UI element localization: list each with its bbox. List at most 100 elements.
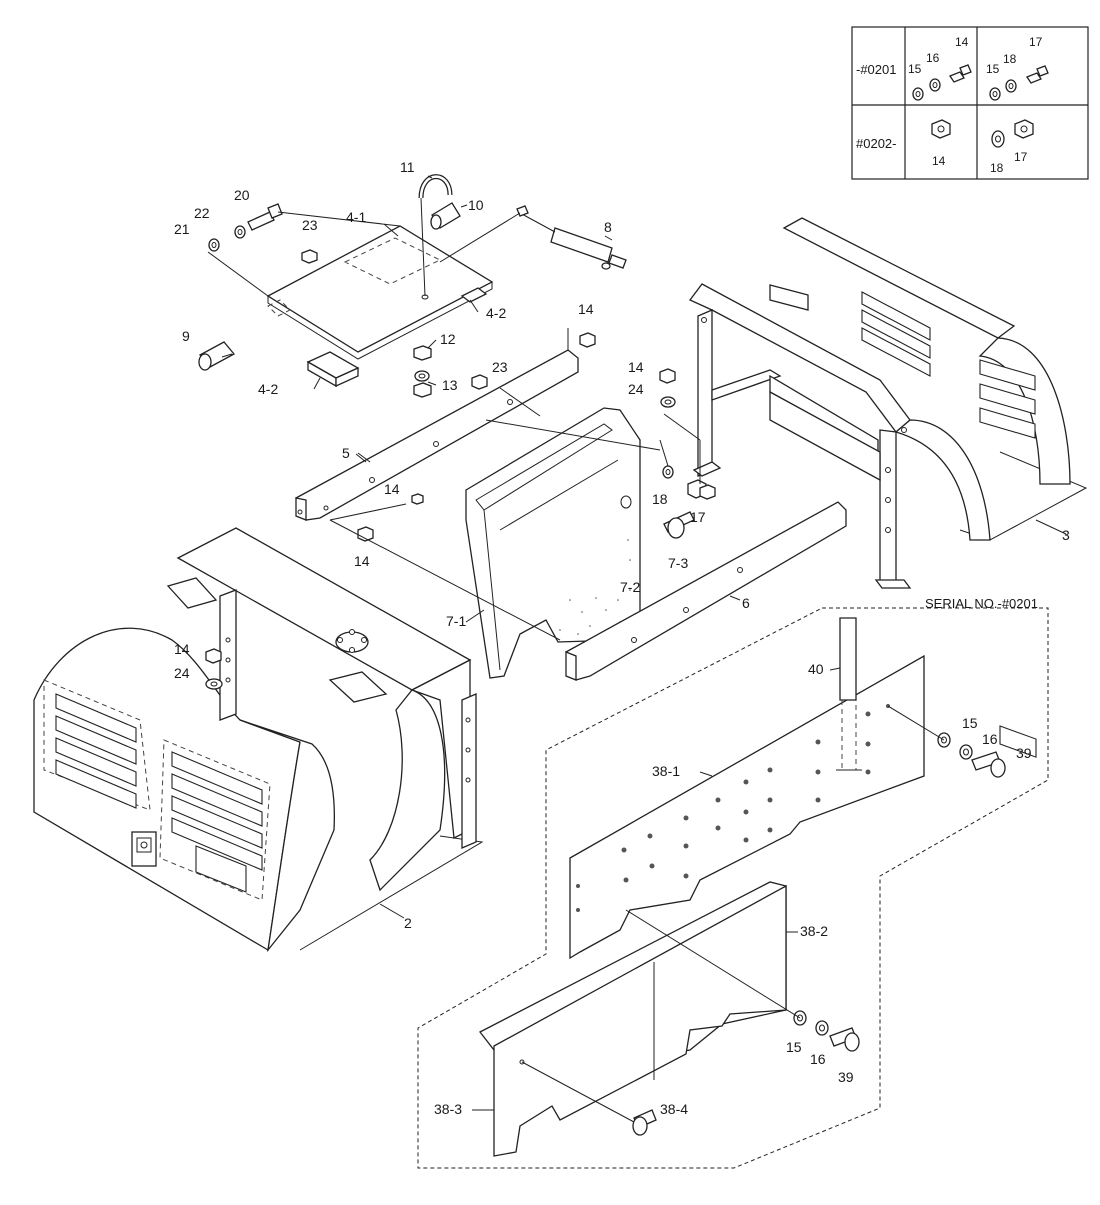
callout-label: 4-2 (486, 305, 506, 321)
callout-label: 22 (194, 205, 210, 221)
callout-label: 2 (404, 915, 412, 931)
callout-label: 5 (342, 445, 350, 461)
callout-label: 3 (1062, 527, 1070, 543)
sleeve-icon (198, 341, 236, 371)
callout-label: 14 (578, 301, 594, 317)
callout-label: 38-1 (652, 763, 680, 779)
panel-38-1 (569, 654, 925, 960)
callout-label: 14 (955, 35, 969, 49)
callout-label: 18 (990, 161, 1004, 175)
serial-note: SERIAL NO.-#0201 (925, 596, 1038, 611)
callout-label: 18 (652, 491, 668, 507)
leader-lines (329, 387, 701, 641)
serial-group-outline: SERIAL NO.-#0201 (417, 596, 1049, 1169)
callout-label: 38-2 (800, 923, 828, 939)
bolt-icon (663, 511, 695, 539)
washer-icon (414, 370, 430, 382)
washer-icon (912, 87, 924, 101)
nut-icon (413, 345, 432, 361)
callout-label: 38-4 (660, 1101, 688, 1117)
washer-icon (815, 1020, 829, 1036)
callout-label: 16 (982, 731, 998, 747)
nut-icon (579, 332, 596, 348)
callout-label: 7-1 (446, 613, 466, 629)
callout-label: 14 (628, 359, 644, 375)
washer-icon (991, 130, 1005, 148)
serial-row-1-label: -#0201 (856, 62, 896, 77)
callout-label: 10 (468, 197, 484, 213)
nut-icon (471, 374, 488, 390)
leader-lines (355, 453, 841, 1111)
center-panel (465, 407, 661, 679)
callout-label: 24 (628, 381, 644, 397)
gas-spring-icon (516, 205, 627, 270)
callout-label: 16 (810, 1051, 826, 1067)
washer-icon (205, 678, 223, 690)
nut-icon (301, 249, 318, 264)
bolt-icon (971, 751, 1006, 778)
nut-icon (687, 479, 716, 500)
callout-label: 4-1 (346, 209, 366, 225)
callout-label: 13 (442, 377, 458, 393)
callout-label: 21 (174, 221, 190, 237)
callout-label: 17 (1029, 35, 1043, 49)
nut-icon (659, 368, 676, 384)
beam-5 (295, 328, 579, 521)
washer-icon (929, 78, 941, 92)
callout-label: 4-2 (258, 381, 278, 397)
serial-row-2-label: #0202- (856, 136, 896, 151)
washer-icon (989, 87, 1001, 101)
callout-label: 39 (838, 1069, 854, 1085)
bolt-icon (949, 64, 972, 83)
grille (43, 679, 151, 811)
callout-label: 23 (302, 217, 318, 233)
callout-label: 6 (742, 595, 750, 611)
nut-icon (411, 493, 424, 505)
callout-label: 23 (492, 359, 508, 375)
nut-icon (1014, 119, 1034, 139)
callout-label: 24 (174, 665, 190, 681)
callout-label: 9 (182, 328, 190, 344)
callout-label: 20 (234, 187, 250, 203)
grille (999, 725, 1037, 758)
front-hood (33, 527, 484, 953)
callout-label: 15 (908, 62, 922, 76)
bolt-icon (829, 1027, 860, 1052)
rear-frame (688, 217, 1088, 758)
callout-label: 14 (174, 641, 190, 657)
nut-icon (205, 648, 222, 664)
bolt-icon (247, 203, 283, 231)
callout-label: 16 (926, 51, 940, 65)
callout-label: 15 (786, 1039, 802, 1055)
latch-icon (131, 831, 157, 867)
bolt-icon (1026, 65, 1049, 84)
washer-icon (660, 396, 676, 408)
post-40 (836, 617, 862, 771)
washer-icon (662, 465, 674, 479)
callout-label: 18 (1003, 52, 1017, 66)
callout-label: 15 (962, 715, 978, 731)
serial-table: -#0201 #0202- 15 16 14 15 18 17 (851, 26, 1089, 180)
washer-icon (234, 225, 246, 239)
grille (861, 291, 1036, 439)
washer-icon (208, 238, 220, 252)
callout-label: 14 (354, 553, 370, 569)
callout-label: 38-3 (434, 1101, 462, 1117)
callout-label: 12 (440, 331, 456, 347)
beam-6 (565, 501, 847, 681)
grille (159, 739, 271, 901)
bolt-icon (521, 1061, 657, 1136)
nut-icon (931, 119, 951, 139)
callout-labels: 11 20 10 22 21 23 4-1 8 4-2 9 12 4-2 13 … (174, 159, 1070, 1117)
callout-label: 39 (1016, 745, 1032, 761)
callout-label: 17 (1014, 150, 1028, 164)
leader-lines (207, 175, 613, 390)
callout-label: 15 (986, 62, 1000, 76)
callout-label: 40 (808, 661, 824, 677)
callout-label: 7-3 (668, 555, 688, 571)
nut-icon (413, 382, 432, 398)
sleeve-icon (430, 202, 461, 230)
callout-label: 11 (400, 159, 415, 175)
callout-label: 14 (384, 481, 400, 497)
